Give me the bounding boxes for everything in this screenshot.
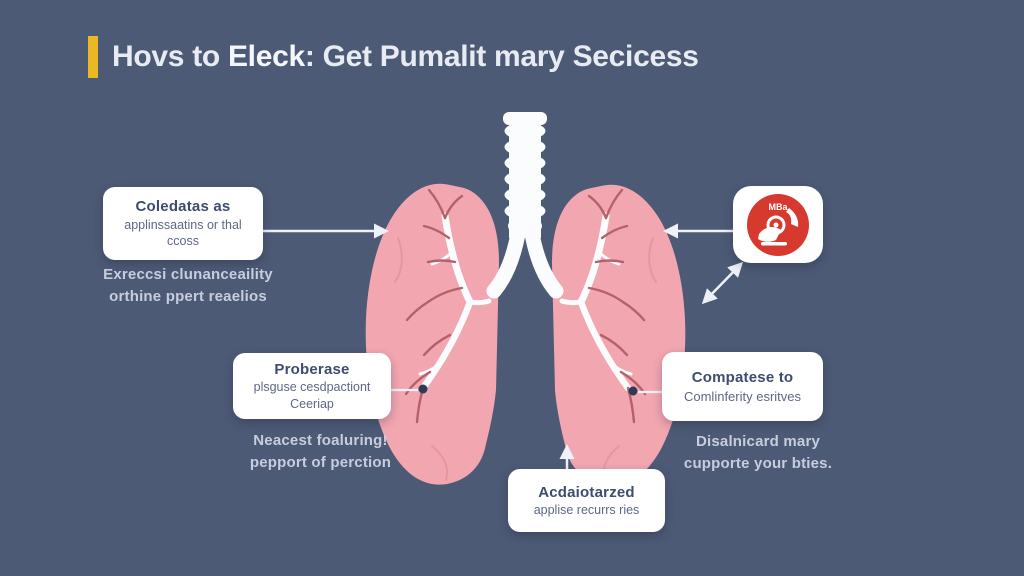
title-accent-bar <box>88 36 98 78</box>
title-part-2: Eleck <box>227 40 305 73</box>
callout-mid-left-line: plsguse cesdpactiont <box>253 380 371 395</box>
callout-mid-left: Proberase plsguse cesdpactiont Ceeriap <box>233 353 391 419</box>
callout-top-left-line: ccoss <box>167 234 199 249</box>
title-bar: Hovs to Eleck: Get Pumalit mary Secicess <box>88 36 699 78</box>
emblem-base <box>758 226 781 242</box>
page-title: Hovs to Eleck: Get Pumalit mary Secicess <box>112 36 699 75</box>
callout-bottom: Acdaiotarzed applise recurrs ries <box>508 469 665 532</box>
title-part-3: : Get Pumalit mary Secicess <box>304 40 699 73</box>
callout-right: Compatese to Comlinferity esritves <box>662 352 823 421</box>
trachea <box>503 112 547 238</box>
callout-top-left: Coledatas as applinssaatins or thal ccos… <box>103 187 263 260</box>
caption-line: pepport of perction <box>249 453 392 471</box>
red-twigs <box>404 188 647 424</box>
title-part-1: Hovs to <box>112 40 228 73</box>
callout-top-left-title: Coledatas as <box>135 198 231 216</box>
callout-top-left-line: applinssaatins or thal <box>124 217 242 232</box>
left-connector-dot <box>418 384 428 394</box>
emblem-ring-center <box>773 222 779 227</box>
emblem-wedge <box>786 207 799 227</box>
bronchi <box>486 226 564 299</box>
callout-mid-left-line: Ceeriap <box>290 396 334 411</box>
callout-right-title: Compatese to <box>691 369 794 387</box>
caption-line: orthine ppert reaelios <box>109 287 267 305</box>
callout-right-line: Comlinferity esritves <box>683 388 802 404</box>
caption-line: Neacest foaluring! <box>253 432 388 449</box>
caption-line: Exreccsi clunanceaility <box>103 266 273 283</box>
emblem-text: MBa <box>768 202 788 212</box>
medical-emblem-icon: MBa <box>747 193 809 256</box>
connectors <box>391 384 663 396</box>
lung-veins <box>394 237 657 481</box>
emblem-underline <box>761 241 787 245</box>
callout-icon-box: MBa <box>733 186 823 263</box>
arrow-diagonal-double <box>701 261 744 305</box>
callout-bottom-title: Acdaiotarzed <box>538 483 635 501</box>
callout-mid-left-title: Proberase <box>274 360 350 378</box>
right-connector-dot <box>628 386 638 396</box>
bronchial-trees <box>418 212 633 392</box>
caption-line: Disalnicard mary <box>695 433 821 450</box>
caption-line: cupporte your bties. <box>683 454 833 472</box>
callout-bottom-line: applise recurrs ries <box>533 503 640 517</box>
caption-top-left: Exreccsi clunanceaility orthine ppert re… <box>82 264 294 308</box>
caption-mid-left: Neacest foaluring! pepport of perction <box>213 430 428 474</box>
caption-right: Disalnicard mary cupporte your bties. <box>648 431 868 475</box>
